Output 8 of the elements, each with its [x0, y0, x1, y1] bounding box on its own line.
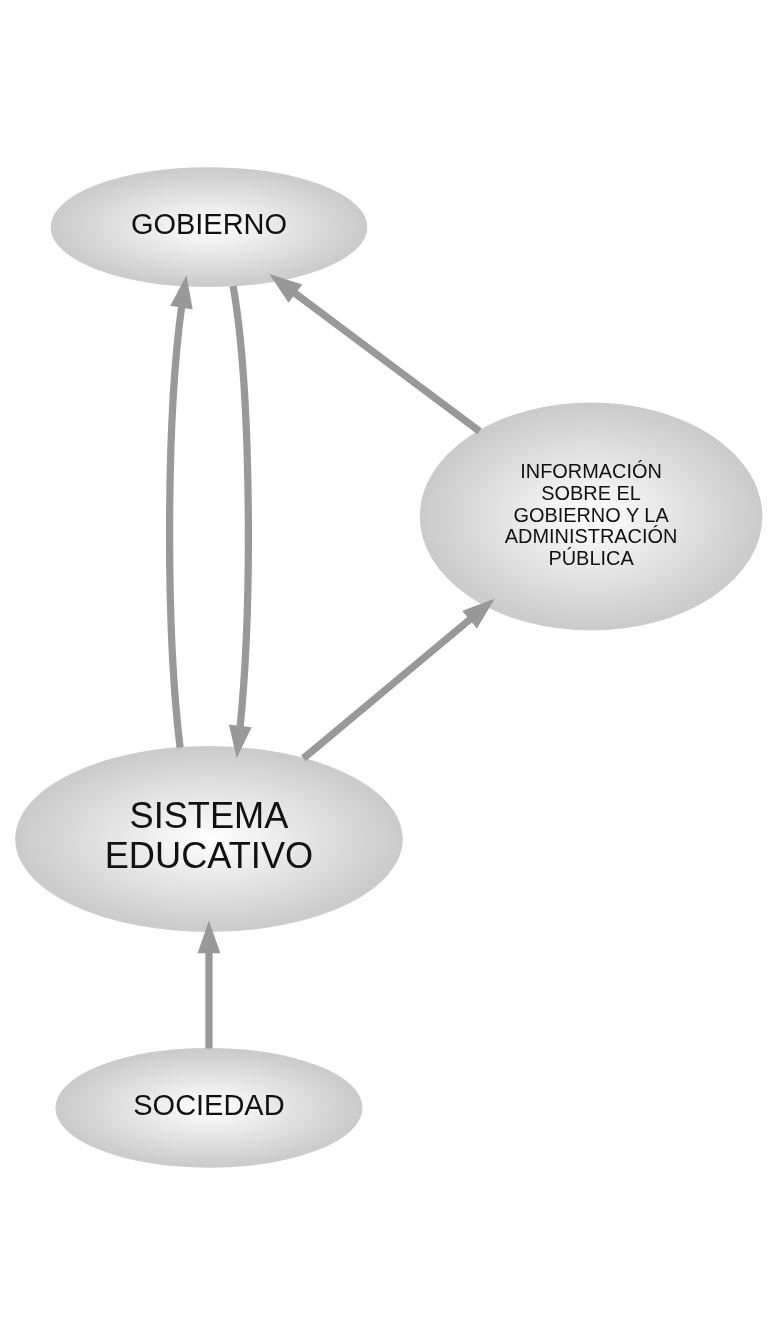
node-ellipse: SISTEMA EDUCATIVO	[15, 745, 403, 932]
node-ellipse: GOBIERNO	[50, 166, 368, 287]
arrow	[197, 920, 221, 1048]
arrow	[269, 273, 482, 434]
arrow	[301, 598, 495, 761]
node-ellipse: SOCIEDAD	[55, 1047, 363, 1168]
arrow	[166, 274, 193, 748]
arrow	[228, 285, 252, 758]
